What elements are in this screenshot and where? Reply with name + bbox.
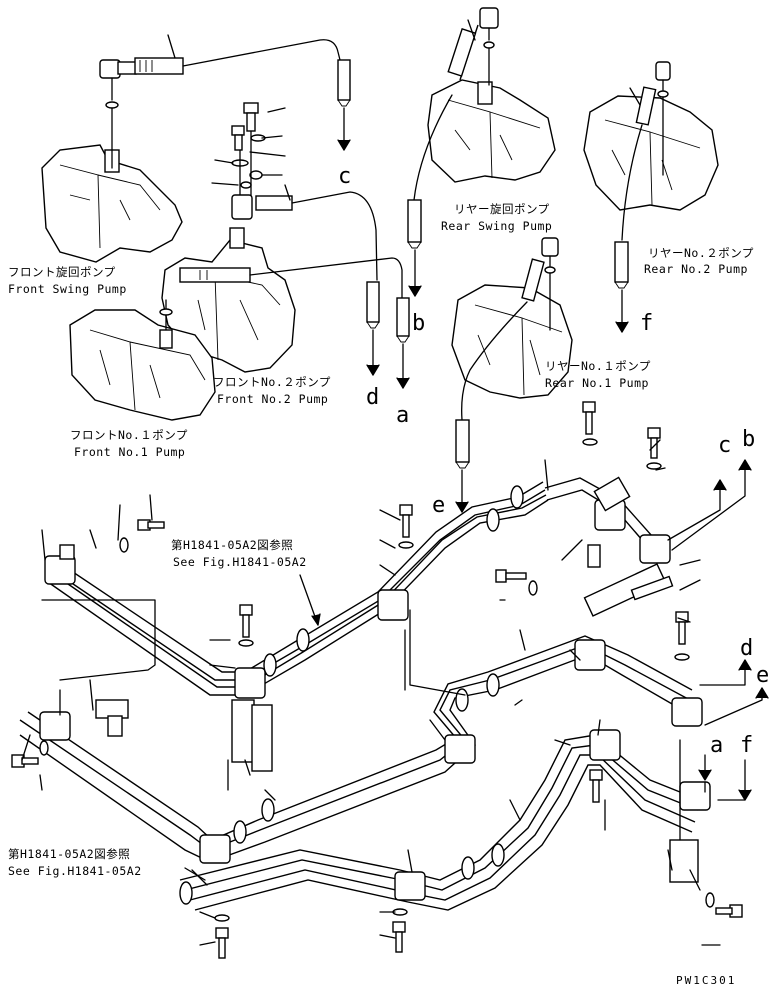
- label-front-no2-pump: フロントNo.２ポンプ Front No.2 Pump: [213, 375, 331, 406]
- letter-b-top: b: [412, 311, 425, 336]
- rear-swing-pump: [427, 79, 556, 183]
- letter-d-right: d: [740, 636, 753, 661]
- letter-c-right: c: [718, 433, 731, 458]
- rear-swing-pump-jp: リヤー旋回ポンプ: [454, 202, 550, 216]
- rear-no2-hose: [614, 86, 657, 333]
- reference-leader-bottom: [191, 869, 208, 886]
- front-no1-pump: [69, 299, 216, 421]
- bolts-lower: [11, 401, 743, 959]
- group-outline: [41, 599, 156, 681]
- letter-f-right: f: [740, 733, 753, 758]
- label-rear-no2-pump: リヤーNo.２ポンプ Rear No.2 Pump: [644, 246, 754, 276]
- letter-e-mid: e: [432, 493, 445, 518]
- flanges: [179, 485, 524, 905]
- reference-bottom-jp: 第H1841-05A2図参照: [8, 847, 130, 861]
- rear-no2-pump-en: Rear No.2 Pump: [644, 262, 748, 276]
- hose-front-no2-to-d: [179, 257, 410, 389]
- front-no1-pump-en: Front No.1 Pump: [74, 445, 185, 459]
- drawing-code: PW1C301: [676, 974, 736, 986]
- letter-a-right: a: [710, 733, 723, 758]
- front-swing-pump: [41, 144, 183, 263]
- letter-b-right: b: [742, 427, 755, 452]
- rear-no1-pump-en: Rear No.1 Pump: [545, 376, 649, 390]
- connection-arrows-right: [667, 459, 769, 801]
- rear-swing-hose: [407, 7, 499, 297]
- hose-end-c: [337, 59, 351, 151]
- reference-top-en: See Fig.H1841-05A2: [173, 555, 307, 569]
- letter-f-top: f: [640, 311, 653, 336]
- label-rear-no1-pump: リヤーNo.１ポンプ Rear No.1 Pump: [545, 359, 651, 390]
- reference-bottom: 第H1841-05A2図参照 See Fig.H1841-05A2: [8, 847, 142, 878]
- letter-e-right: e: [756, 663, 769, 688]
- letter-d-top: d: [366, 385, 379, 410]
- rear-no2-pump: [583, 61, 719, 211]
- rear-no1-pump-jp: リヤーNo.１ポンプ: [545, 359, 651, 373]
- leader-lines: [21, 439, 721, 946]
- front-swing-pump-en: Front Swing Pump: [8, 282, 127, 296]
- reference-top: 第H1841-05A2図参照 See Fig.H1841-05A2: [171, 538, 307, 569]
- clamps: [39, 499, 711, 901]
- label-rear-swing-pump: リヤー旋回ポンプ Rear Swing Pump: [441, 202, 552, 233]
- rear-no1-pump: [451, 237, 573, 513]
- front-swing-pump-jp: フロント旋回ポンプ: [8, 265, 116, 279]
- label-front-no1-pump: フロントNo.１ポンプ Front No.1 Pump: [70, 428, 188, 459]
- letter-c-top: c: [338, 164, 351, 189]
- reference-bottom-en: See Fig.H1841-05A2: [8, 864, 142, 878]
- front-no2-pump-jp: フロントNo.２ポンプ: [213, 375, 331, 389]
- brackets: [95, 476, 699, 883]
- rear-swing-pump-en: Rear Swing Pump: [441, 219, 552, 233]
- elbow-fitting-front-no2: [231, 184, 378, 281]
- swivel-elbow-fitting-top-left: [99, 34, 341, 169]
- reference-top-jp: 第H1841-05A2図参照: [171, 538, 293, 552]
- group-outline-centre: [409, 609, 466, 696]
- rear-no2-pump-jp: リヤーNo.２ポンプ: [648, 246, 754, 260]
- letter-a-top: a: [396, 403, 409, 428]
- label-front-swing-pump: フロント旋回ポンプ Front Swing Pump: [8, 265, 127, 296]
- bolt-washer-stack: [211, 102, 286, 201]
- front-no1-pump-jp: フロントNo.１ポンプ: [70, 428, 188, 442]
- front-no2-pump-en: Front No.2 Pump: [217, 392, 328, 406]
